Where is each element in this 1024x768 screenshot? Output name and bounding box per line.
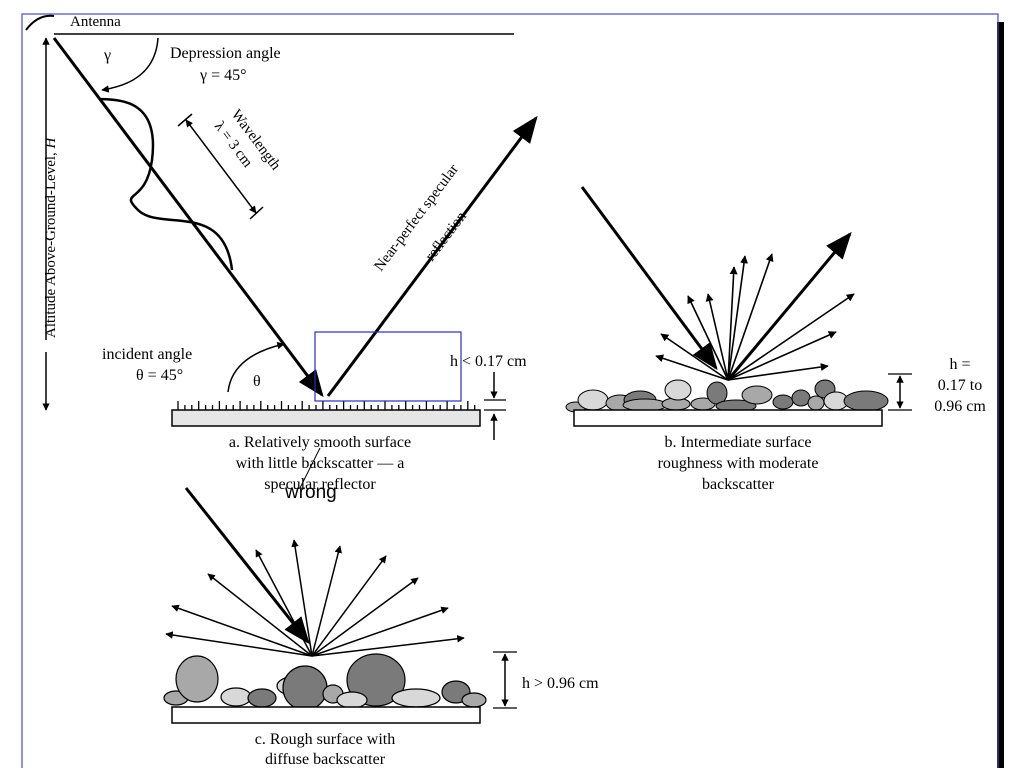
incident-beam-b (580, 186, 718, 371)
stone (220, 687, 252, 707)
scatter-arrow (727, 266, 738, 381)
h-mid-line3: 0.96 cm (934, 398, 986, 415)
scatter-arrow (687, 295, 729, 381)
wavelength-wave (99, 97, 234, 271)
scatter-arrow (660, 333, 729, 381)
scatter-arrow (207, 573, 313, 657)
backscatter-arrows-b (655, 231, 855, 381)
gamma-symbol: γ (103, 47, 111, 64)
scatter-arrow (291, 539, 313, 657)
caption-a-line1: a. Relatively smooth surface (229, 434, 411, 451)
slide-border (21, 13, 999, 768)
caption-c-line1: c. Rough surface with (255, 731, 395, 748)
incident-angle-title: incident angle (102, 346, 192, 363)
stone (622, 398, 668, 412)
backscatter-arrows-c (165, 539, 465, 657)
scatter-arrow (165, 631, 313, 657)
reflection-label-line1: Near-perfect specular (371, 162, 462, 275)
scatter-arrow (311, 555, 387, 657)
caption-b-line2: roughness with moderate (658, 455, 819, 472)
stone (741, 385, 773, 405)
stone (336, 691, 368, 709)
scatter-arrow (655, 354, 729, 381)
scatter-arrow (727, 255, 748, 381)
caption-c-line2: diffuse backscatter (265, 751, 386, 768)
scatter-arrow (311, 635, 465, 657)
stone (791, 389, 811, 407)
stone (175, 655, 219, 703)
stone (664, 379, 692, 401)
wavelength-dimension (185, 119, 257, 214)
altitude-axis-label: Altitude Above-Ground-Level, H (43, 136, 59, 338)
scatter-arrow (311, 577, 419, 657)
stones-c (163, 653, 487, 711)
theta-symbol: θ (253, 373, 261, 390)
scatter-arrow (311, 606, 449, 657)
surface-c (171, 706, 481, 724)
scatter-arrow (311, 545, 342, 657)
specular-reflection-beam (326, 115, 538, 397)
stone (461, 692, 487, 708)
stone (807, 395, 825, 411)
surface-a-roughness (177, 401, 476, 410)
h-small-label: h < 0.17 cm (450, 353, 527, 370)
wrong-annotation: wrong (284, 482, 337, 503)
altitude-axis-var: H (43, 136, 59, 149)
stone (577, 389, 609, 411)
antenna-label: Antenna (70, 14, 121, 30)
caption-a-line3: specular reflector (264, 476, 376, 493)
wavelength-tick-bottom (249, 206, 264, 220)
stone (843, 390, 889, 412)
reflection-label-line2: reflection (422, 208, 470, 264)
scatter-arrow (727, 331, 837, 381)
scatter-arrow (727, 363, 829, 381)
scatter-arrow (171, 604, 313, 657)
incident-angle-arc (227, 341, 285, 393)
incident-angle-value: θ = 45° (136, 367, 183, 384)
wavelength-tick-top (177, 113, 193, 127)
stone (247, 688, 277, 708)
h-mid-line2: 0.17 to (938, 377, 982, 394)
caption-a-line2: with little backscatter — a (236, 455, 405, 472)
scatter-arrow (726, 231, 852, 381)
stone (346, 653, 406, 707)
antenna-dish-icon (25, 14, 55, 31)
altitude-axis-text: Altitude Above-Ground-Level, (43, 148, 59, 338)
scatter-arrow (705, 293, 729, 381)
surface-b (573, 409, 883, 427)
annotation-pointer (299, 447, 321, 489)
h-large-label: h > 0.96 cm (522, 675, 599, 692)
depression-angle-value: γ = 45° (199, 67, 247, 84)
stones-b (565, 379, 889, 413)
scatter-arrow (727, 253, 774, 381)
h-mid-line1: h = (949, 356, 970, 373)
stone (391, 688, 441, 708)
incident-beam (52, 37, 324, 398)
caption-b-line1: b. Intermediate surface (664, 434, 811, 451)
stone (282, 665, 328, 711)
scatter-arrow (727, 293, 855, 381)
stone (772, 394, 794, 410)
annotation-box (314, 331, 462, 402)
depression-angle-arc (101, 37, 159, 93)
caption-b-line3: backscatter (702, 476, 775, 493)
depression-angle-title: Depression angle (170, 45, 281, 62)
scatter-arrow (255, 549, 313, 657)
slide-shadow-right (997, 22, 1004, 768)
smooth-surface-a (171, 409, 481, 427)
incident-beam-c (184, 487, 310, 645)
